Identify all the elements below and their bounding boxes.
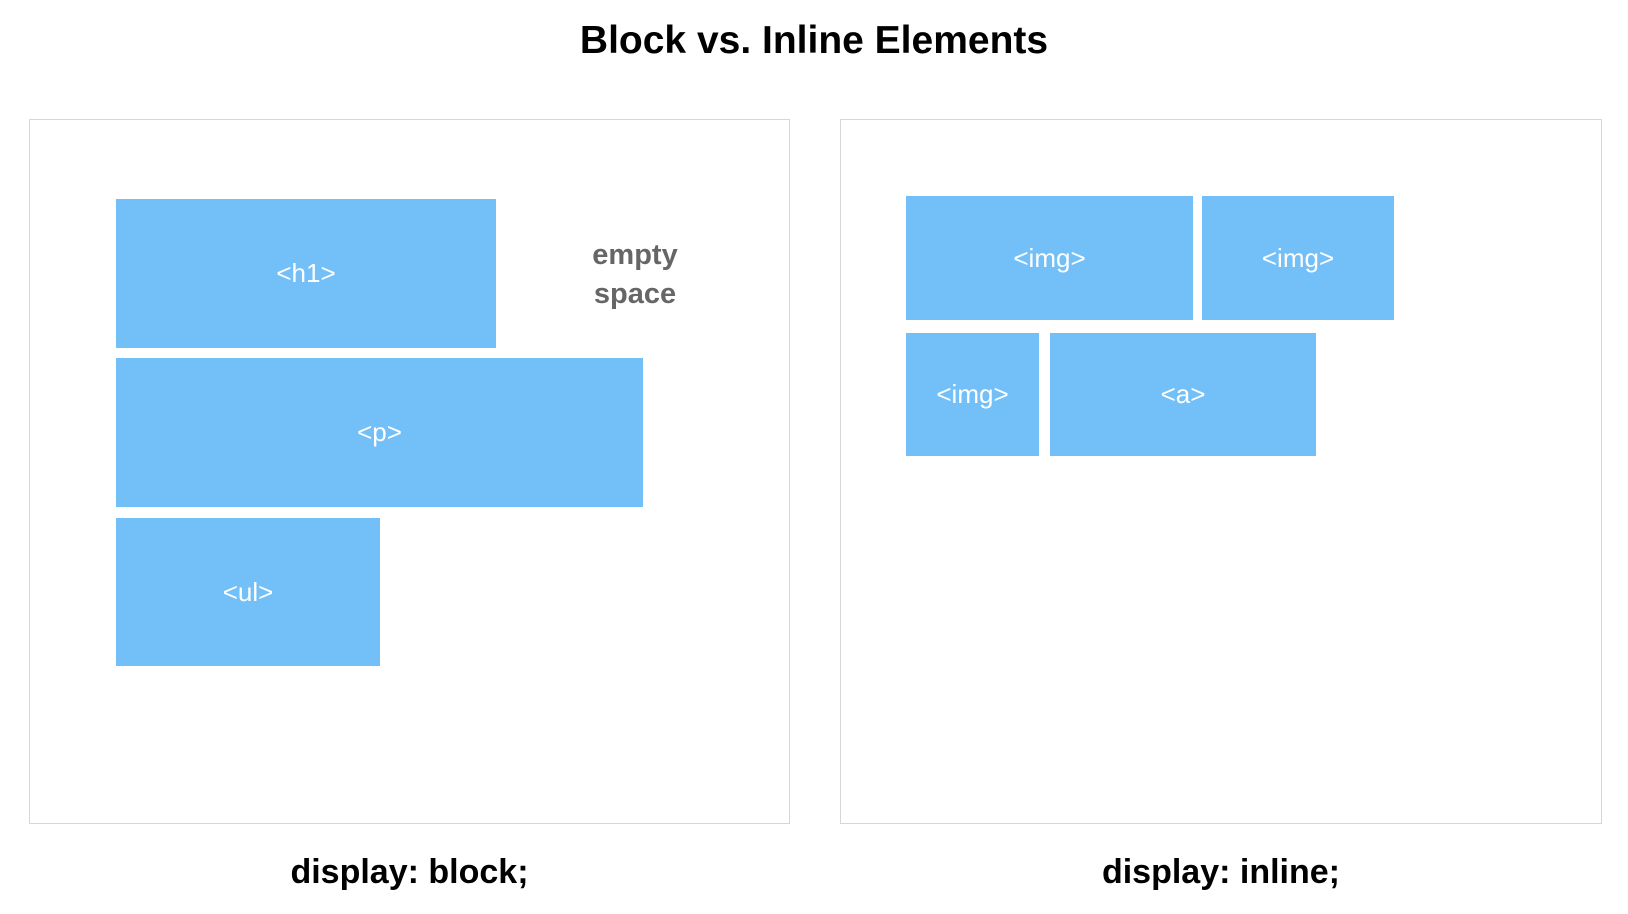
block-caption: display: block; [290, 853, 529, 891]
empty-space-note-line1: empty [592, 239, 678, 271]
diagram-title: Block vs. Inline Elements [579, 19, 1049, 62]
img-inline-2: <img> [1202, 196, 1394, 320]
h1-block: <h1> [116, 199, 496, 348]
img-inline-3: <img> [906, 333, 1039, 456]
empty-space-note-line2: space [593, 278, 677, 310]
img-inline-1: <img> [906, 196, 1193, 320]
ul-block: <ul> [116, 518, 380, 666]
p-block: <p> [116, 358, 643, 507]
a-inline: <a> [1050, 333, 1316, 456]
inline-caption: display: inline; [1101, 853, 1341, 891]
empty-space-note: empty space [560, 236, 710, 314]
